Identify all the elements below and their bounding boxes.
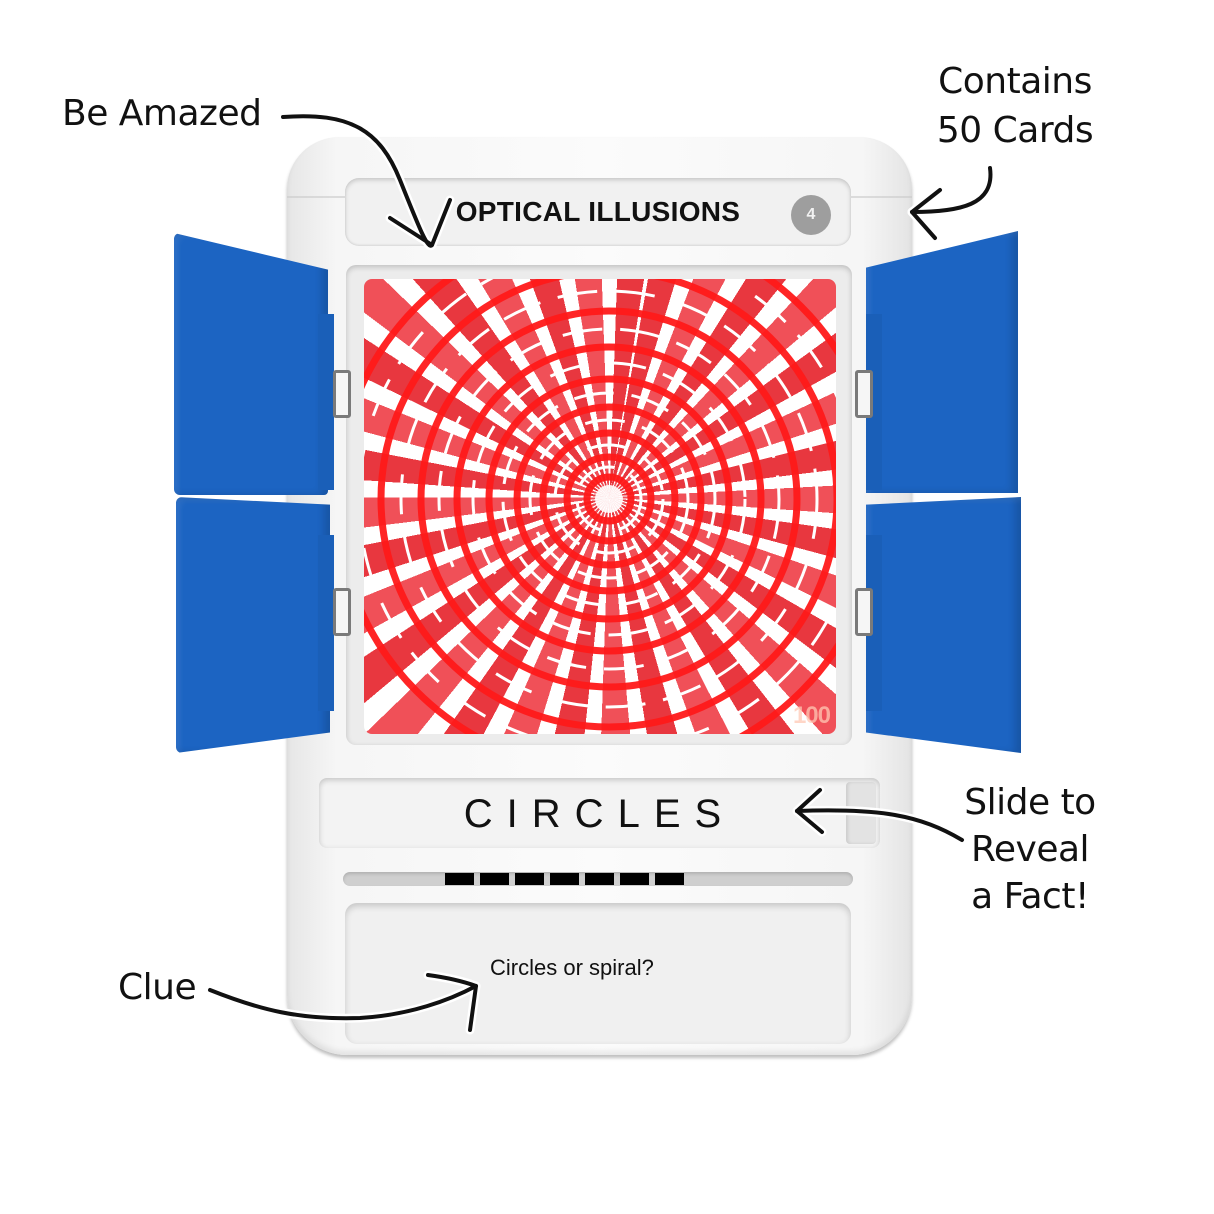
category-title: OPTICAL ILLUSIONS [455,196,741,227]
answer-text: CIRCLES [463,792,736,836]
clue-text: Circles or spiral? [490,955,654,980]
clue-label: Clue [118,967,197,1008]
left-top-flap[interactable] [174,233,328,495]
right-top-latch-icon [855,370,873,418]
letter-count-track [343,872,853,886]
left-bottom-flap-edge [318,535,334,711]
letter-slot [550,873,579,885]
slider-handle[interactable] [846,782,876,844]
letter-slot [620,873,649,885]
answer-slider[interactable]: CIRCLES [319,778,880,848]
letter-slot [480,873,509,885]
spiral-illusion-image: 100 [364,279,836,734]
contains-line2: 50 Cards [936,109,1094,151]
contains-line1: Contains [938,61,1092,102]
letter-slot [445,873,474,885]
slide-line3: a Fact! [971,875,1089,917]
letter-slot [655,873,684,885]
slide-line2: Reveal [970,828,1090,870]
right-bottom-flap[interactable] [866,497,1021,753]
be-amazed-label: Be Amazed [62,93,262,134]
right-bottom-latch-icon [855,588,873,636]
contains-cards-label: Contains 50 Cards [920,58,1110,155]
clue-panel: Circles or spiral? [345,903,851,1044]
slide-reveal-label: Slide to Reveal a Fact! [960,780,1100,920]
left-bottom-flap[interactable] [176,497,330,753]
left-top-flap-edge [318,314,334,490]
category-title-bar: OPTICAL ILLUSIONS 4 [345,178,851,246]
letter-slot [585,873,614,885]
contains-arrow-icon [910,166,993,214]
right-bottom-flap-edge [866,535,882,711]
left-top-latch-icon [333,370,351,418]
spiral-rings-icon [364,279,836,734]
right-top-flap-edge [866,314,882,490]
watermark-logo: 100 [792,702,831,729]
letter-slot [515,873,544,885]
card-number-badge: 4 [791,195,831,235]
left-bottom-latch-icon [333,588,351,636]
right-top-flap[interactable] [866,231,1018,493]
slide-line1: Slide to [964,782,1096,823]
